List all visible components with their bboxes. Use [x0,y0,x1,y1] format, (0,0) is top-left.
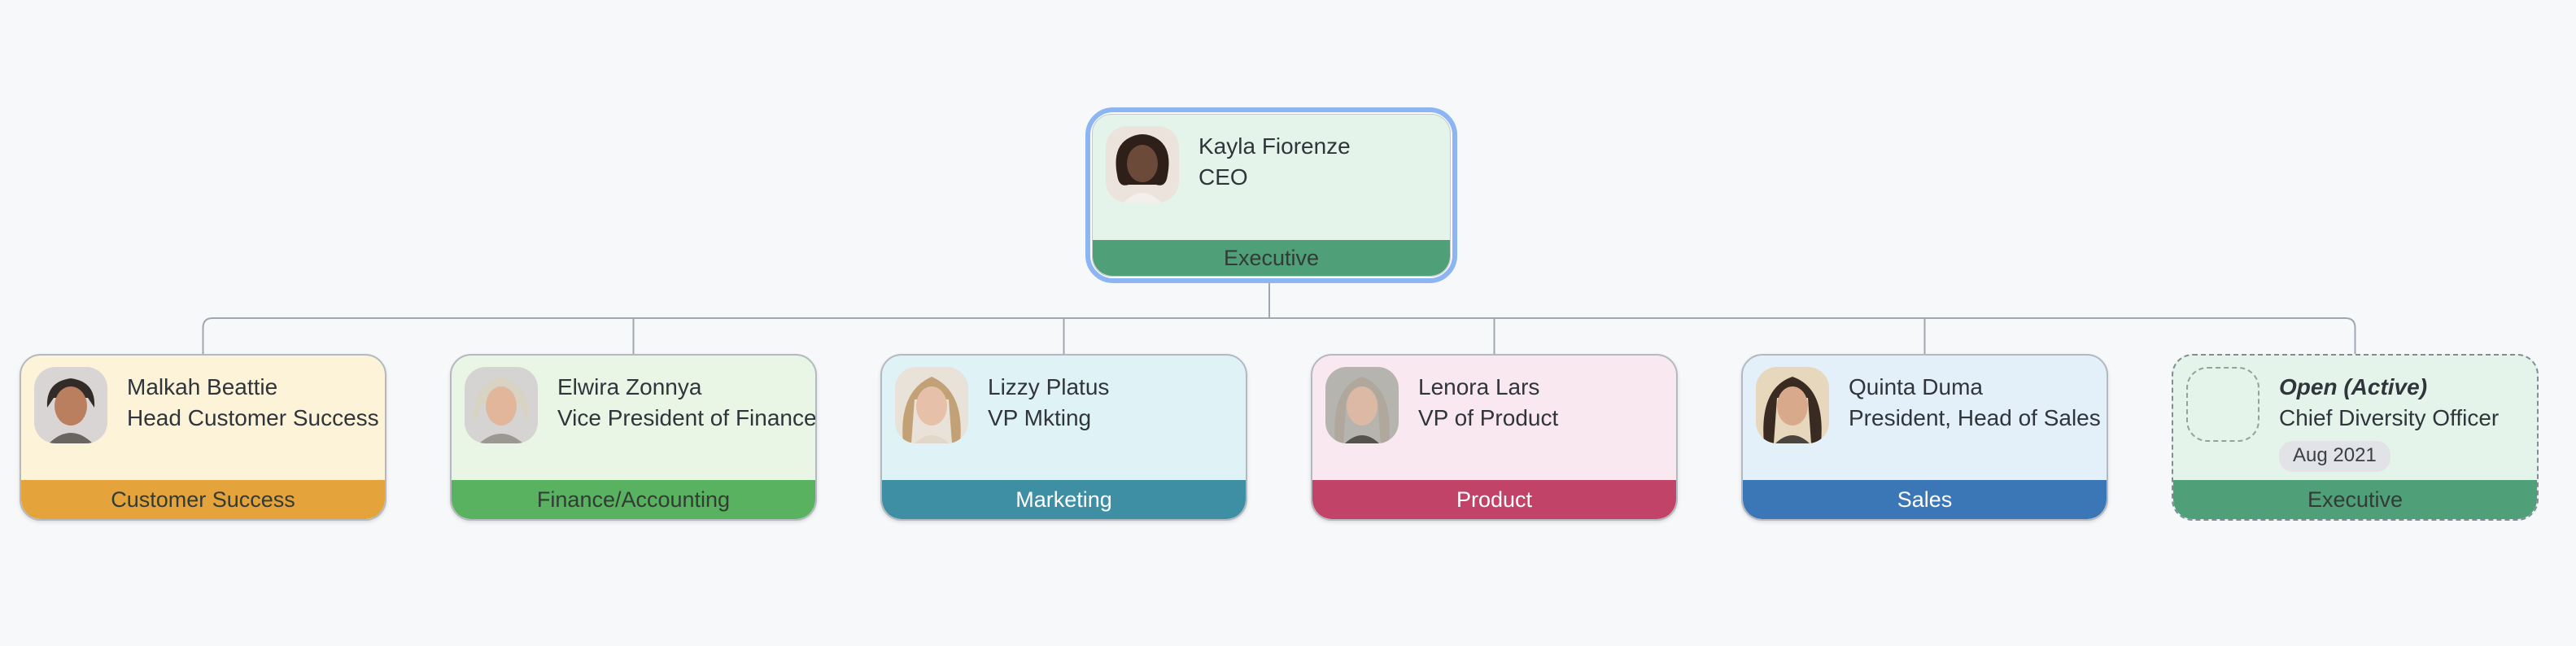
department-band: Product [1312,480,1676,519]
org-node-card[interactable]: Lizzy Platus VP Mkting Marketing [880,354,1247,521]
person-name: Lizzy Platus [988,374,1110,399]
person-title: Chief Diversity Officer [2279,405,2500,430]
department-band: Marketing [882,480,1246,519]
person-title: VP Mkting [988,405,1092,430]
person-title: Head Customer Success [127,405,379,430]
org-node-card-open-position[interactable]: Open (Active) Chief Diversity Officer Au… [2172,354,2539,521]
department-band: Executive [1093,240,1450,276]
avatar-photo [895,367,968,443]
avatar-placeholder [2186,367,2259,442]
person-title: VP of Product [1418,405,1559,430]
start-date-badge: Aug 2021 [2279,441,2390,472]
person-name: Quinta Duma [1849,374,1983,399]
avatar-photo [1756,367,1829,443]
avatar-photo [1325,367,1399,443]
org-node-card[interactable]: Malkah Beattie Head Customer Success Cus… [20,354,386,521]
person-name: Lenora Lars [1418,374,1540,399]
org-node-card[interactable]: Elwira Zonnya Vice President of Finance … [450,354,817,521]
department-band: Sales [1743,480,2107,519]
department-band: Customer Success [21,480,385,519]
person-name: Kayla Fiorenze [1198,133,1351,159]
open-position-label: Open (Active) [2279,374,2428,399]
avatar-photo [34,367,107,443]
person-title: CEO [1198,164,1248,190]
person-title: President, Head of Sales [1849,405,2101,430]
org-node-card-ceo[interactable]: Kayla Fiorenze CEO Executive [1092,114,1451,277]
org-node-card[interactable]: Quinta Duma President, Head of Sales Sal… [1741,354,2108,521]
department-band: Executive [2173,480,2537,519]
person-name: Malkah Beattie [127,374,278,399]
avatar-photo [1106,126,1179,203]
avatar-photo [465,367,538,443]
org-node-card[interactable]: Lenora Lars VP of Product Product [1311,354,1678,521]
department-band: Finance/Accounting [452,480,815,519]
person-name: Elwira Zonnya [557,374,702,399]
person-title: Vice President of Finance [557,405,817,430]
selection-ring: Kayla Fiorenze CEO Executive [1085,107,1457,283]
